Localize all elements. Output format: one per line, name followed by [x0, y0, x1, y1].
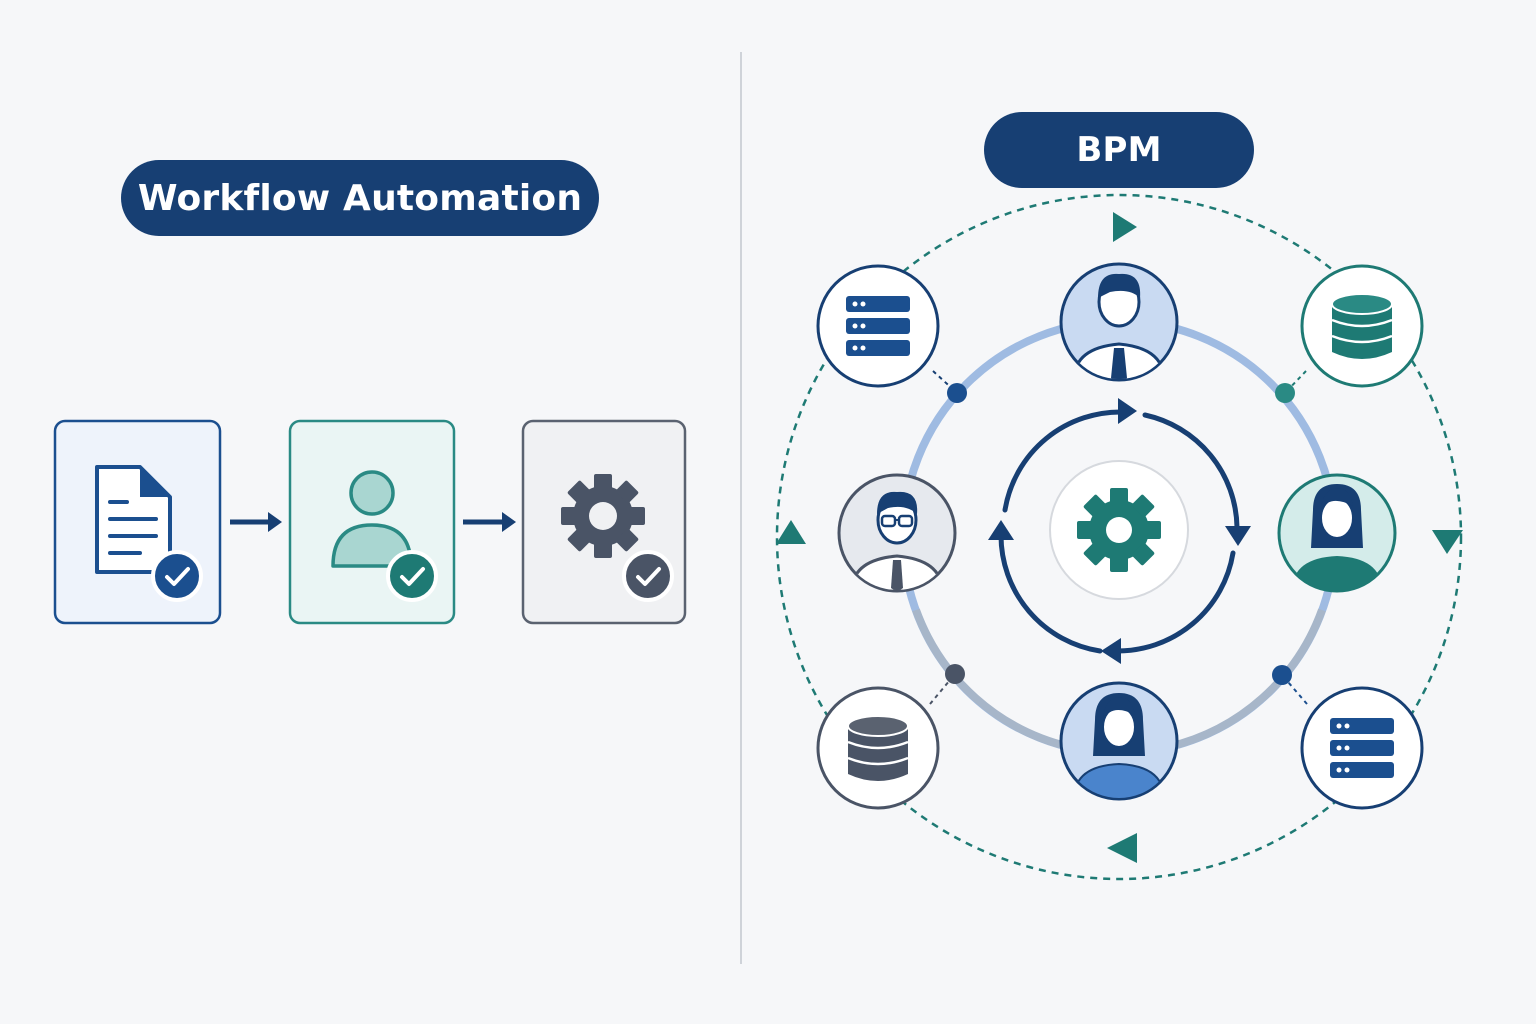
connector-dots [929, 370, 1308, 705]
gear-icon [1077, 488, 1161, 572]
ring-node-right-woman [1277, 473, 1397, 593]
database-icon [847, 715, 909, 781]
panel-divider [740, 52, 742, 964]
workflow-step-gear [521, 419, 687, 625]
outer-node-server-bottom-right [1300, 686, 1424, 810]
woman-icon [1292, 484, 1382, 590]
arrow-right-icon [463, 512, 516, 532]
server-icon [1330, 718, 1394, 778]
outer-node-database-bottom-left [816, 686, 940, 810]
ring-node-bottom-woman [1059, 681, 1179, 801]
user-icon [331, 470, 413, 568]
inner-cycle-arrows [998, 409, 1240, 654]
document-icon [95, 465, 172, 574]
gear-icon [561, 474, 645, 558]
workflow-step-document [53, 419, 222, 625]
check-badge-icon [386, 550, 438, 602]
outer-dashed-cycle [775, 193, 1463, 881]
center-gear-node [1049, 460, 1189, 600]
database-icon [1331, 293, 1393, 359]
check-badge-icon [622, 550, 674, 602]
outer-node-database-top-right [1300, 264, 1424, 388]
inner-arrowheads [988, 398, 1251, 664]
ring-node-top-man [1059, 262, 1179, 382]
bpm-title: BPM [984, 112, 1254, 188]
ring-node-left-man [837, 473, 957, 593]
workflow-step-user [288, 419, 456, 625]
server-icon [846, 296, 910, 356]
outer-node-server-top-left [816, 264, 940, 388]
check-badge-icon [151, 550, 203, 602]
workflow-automation-title: Workflow Automation [121, 160, 599, 236]
arrow-right-icon [230, 512, 282, 532]
